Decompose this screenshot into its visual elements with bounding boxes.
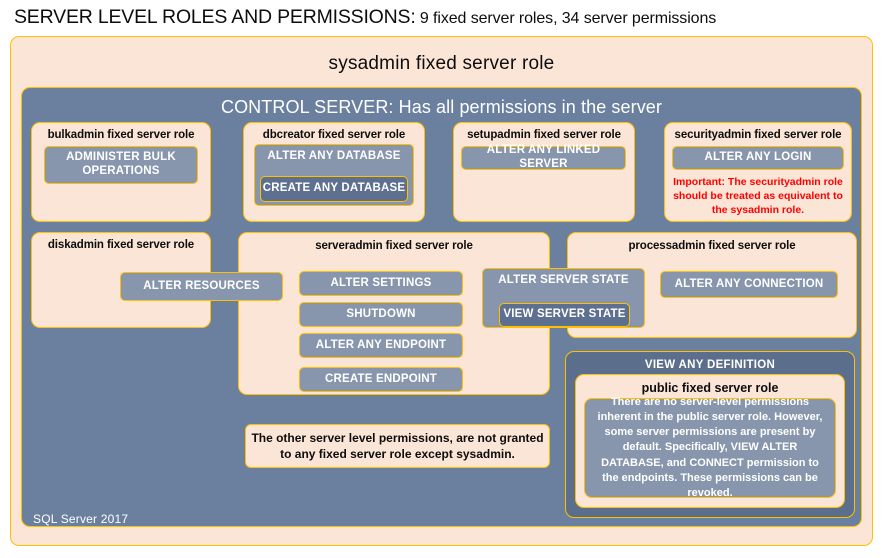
role-title-serveradmin: serveradmin fixed server role	[315, 240, 473, 252]
permission-alter-any-endpoint[interactable]: ALTER ANY ENDPOINT	[299, 333, 463, 358]
footer-version-label: SQL Server 2017	[33, 512, 129, 526]
role-title-setupadmin: setupadmin fixed server role	[467, 129, 621, 141]
role-panel-setupadmin: setupadmin fixed server role	[453, 122, 635, 222]
role-title-securityadmin: securityadmin fixed server role	[674, 129, 842, 141]
permission-create-endpoint[interactable]: CREATE ENDPOINT	[299, 367, 463, 392]
role-title-dbcreator: dbcreator fixed server role	[262, 129, 406, 141]
sysadmin-role-label: sysadmin fixed server role	[328, 53, 555, 74]
permission-shutdown[interactable]: SHUTDOWN	[299, 302, 463, 327]
permission-create-any-database[interactable]: CREATE ANY DATABASE	[260, 176, 408, 202]
role-title-diskadmin: diskadmin fixed server role	[47, 239, 195, 251]
permission-alter-settings[interactable]: ALTER SETTINGS	[299, 271, 463, 296]
permission-alter-resources[interactable]: ALTER RESOURCES	[120, 272, 283, 301]
permission-administer-bulk-operations[interactable]: ADMINISTER BULK OPERATIONS	[44, 146, 198, 184]
page-title-strong: SERVER LEVEL ROLES AND PERMISSIONS:	[14, 6, 416, 28]
page-title-rest: 9 fixed server roles, 34 server permissi…	[415, 10, 717, 27]
control-server-label: CONTROL SERVER: Has all permissions in t…	[220, 97, 663, 117]
role-title-processadmin: processadmin fixed server role	[628, 240, 796, 252]
permission-alter-any-linked-server[interactable]: ALTER ANY LINKED SERVER	[461, 144, 626, 170]
role-title-bulkadmin: bulkadmin fixed server role	[47, 129, 195, 141]
public-role-note: There are no server-level permissions in…	[584, 396, 836, 499]
page-title: SERVER LEVEL ROLES AND PERMISSIONS: 9 fi…	[14, 6, 874, 34]
securityadmin-warning-note: Important: The securityadmin role should…	[673, 176, 843, 217]
permission-view-server-state[interactable]: VIEW SERVER STATE	[499, 303, 630, 327]
permission-alter-any-login[interactable]: ALTER ANY LOGIN	[672, 146, 844, 170]
other-permissions-note: The other server level permissions, are …	[245, 424, 550, 468]
permission-alter-any-connection[interactable]: ALTER ANY CONNECTION	[660, 271, 838, 298]
view-any-definition-label: VIEW ANY DEFINITION	[644, 359, 776, 371]
role-title-public: public fixed server role	[641, 381, 779, 395]
role-panel-securityadmin: securityadmin fixed server role	[664, 122, 852, 222]
